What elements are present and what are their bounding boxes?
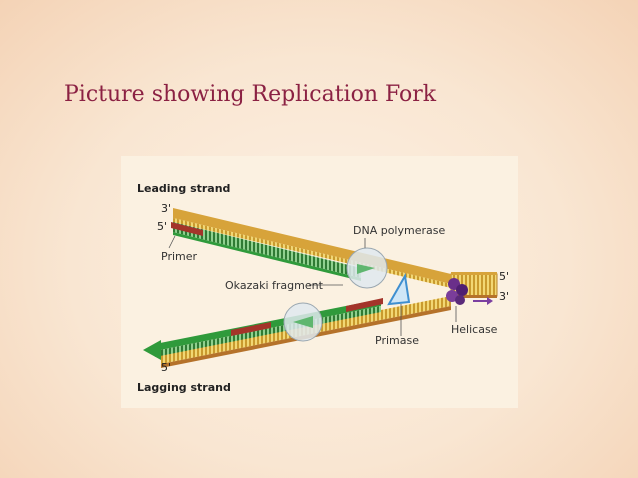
primer-label: Primer (161, 250, 198, 263)
end-3-top-label: 3' (161, 202, 172, 215)
end-5-top-label: 5' (157, 220, 168, 233)
end-5-right-label: 5' (499, 270, 510, 283)
primase-shape (387, 273, 411, 306)
slide-title: Picture showing Replication Fork (64, 82, 437, 107)
end-5-bottom-label: 5' (161, 361, 172, 374)
polymerase-leading-arrow-icon (357, 264, 375, 274)
lagging-strand-label: Lagging strand (137, 381, 231, 394)
leading-strand-label: Leading strand (137, 182, 231, 195)
dna-polymerase-label: DNA polymerase (353, 224, 446, 237)
replication-fork-diagram: Leading strand 3' 5' Primer DNA polymera… (121, 156, 518, 408)
leading-strand-arm (171, 208, 451, 288)
replication-fork-illustration (143, 208, 498, 368)
end-3-right-label: 3' (499, 290, 510, 303)
polymerase-lagging-arrow-icon (293, 316, 313, 328)
helicase-label: Helicase (451, 323, 498, 336)
primase-label: Primase (375, 334, 419, 347)
okazaki-fragment-label: Okazaki fragment (225, 279, 323, 292)
helicase-shape (446, 278, 468, 305)
